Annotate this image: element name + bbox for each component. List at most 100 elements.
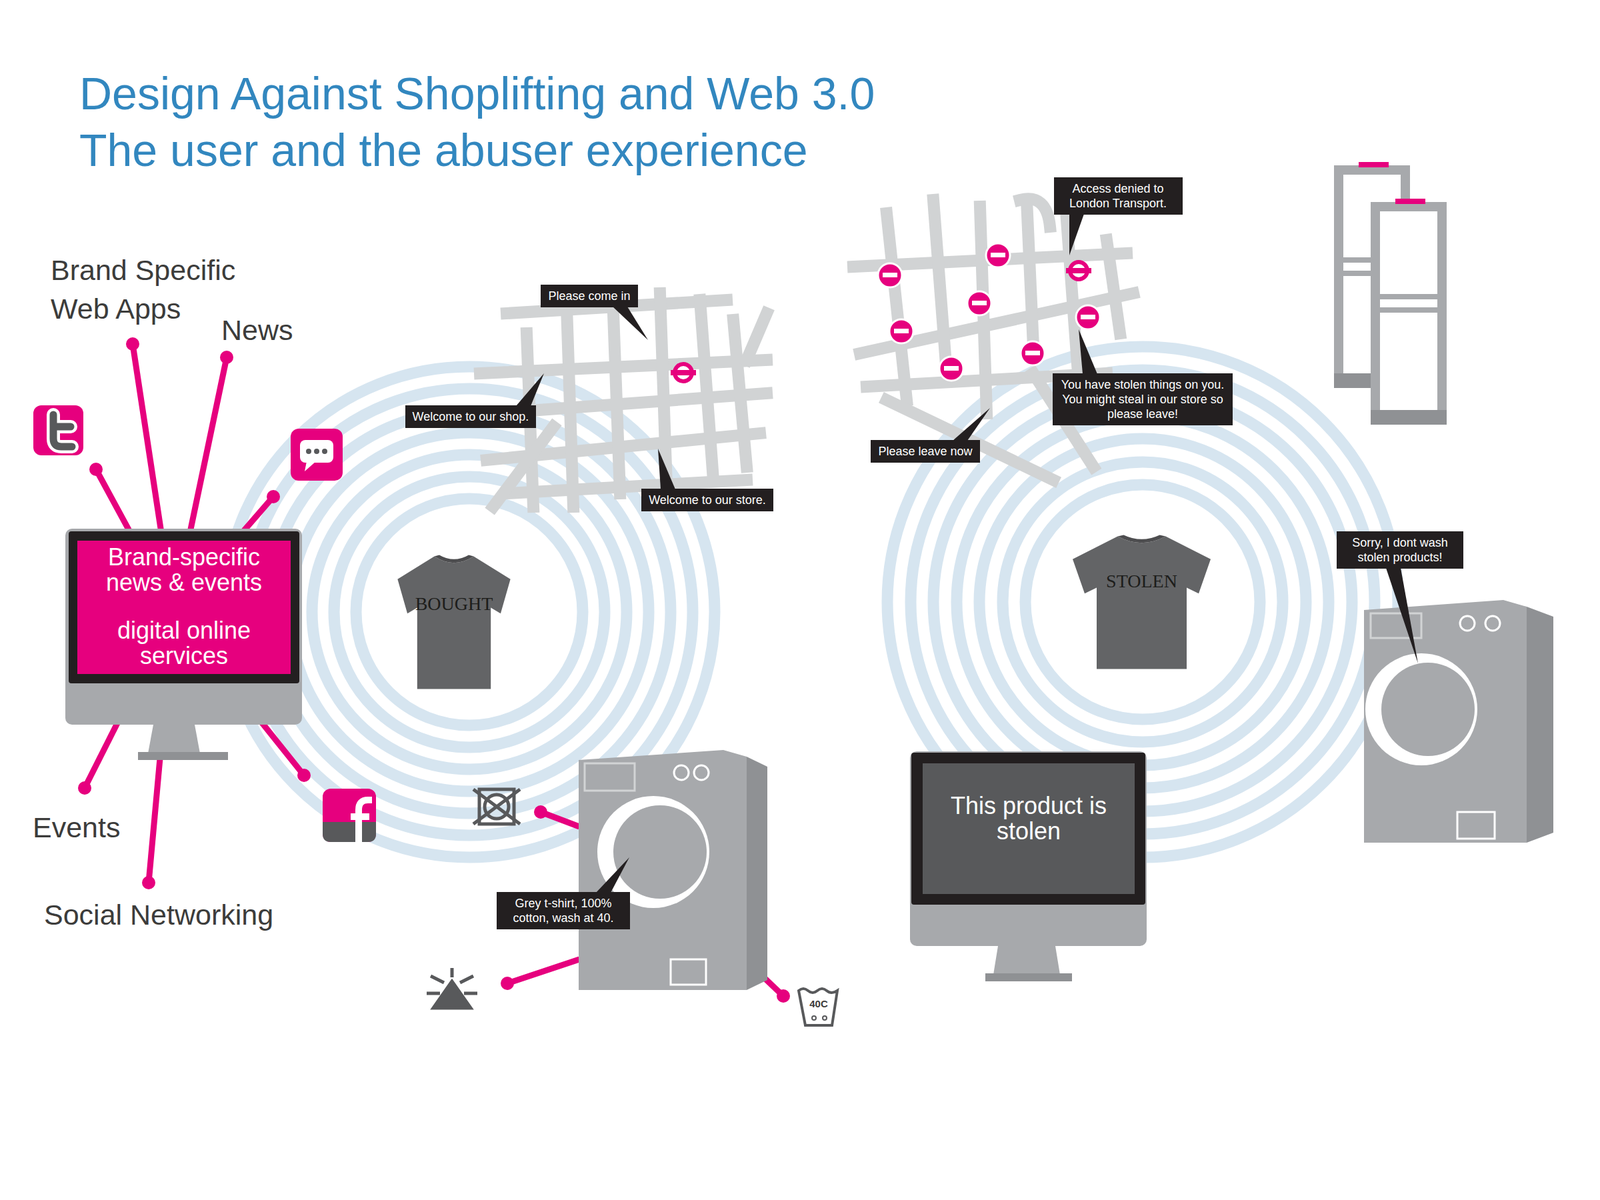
signal-rings — [979, 438, 1306, 766]
tube-roundel — [670, 262, 1092, 382]
washing-machine — [578, 750, 747, 990]
no-entry-bar — [1080, 314, 1096, 320]
no-entry-bar — [972, 300, 987, 306]
street-map — [886, 213, 907, 400]
computer-monitor — [910, 751, 1147, 946]
callout-text: Sorry, I dont wash stolen products! — [1344, 535, 1456, 565]
speech-callout: You have stolen things on you. You might… — [1052, 373, 1233, 426]
street-map — [613, 313, 620, 494]
subtitle: The user and the abuser experience — [79, 123, 808, 177]
monitor-screen: This product is stolen — [922, 763, 1135, 894]
computer-monitor — [138, 752, 228, 760]
category-label: News — [221, 310, 294, 350]
washing-machine — [1381, 662, 1475, 756]
signal-rings — [334, 476, 605, 748]
computer-monitor — [985, 973, 1072, 982]
street-map — [566, 306, 574, 507]
tshirt-collar — [1118, 534, 1166, 543]
connection-dot — [142, 876, 156, 890]
signal-rings — [1025, 484, 1260, 720]
security-gate — [1375, 294, 1442, 300]
twitter-icon — [33, 405, 84, 456]
washing-machine — [613, 805, 707, 899]
speech-callout: Sorry, I dont wash stolen products! — [1336, 531, 1464, 569]
no-entry-sign — [986, 243, 1010, 268]
street-map — [1026, 200, 1034, 347]
callout-tail — [658, 448, 676, 490]
speech-callout: Welcome to our shop. — [405, 405, 537, 428]
signal-rings — [312, 454, 627, 770]
category-label: Social Networking — [44, 895, 274, 934]
hazard-symbol — [450, 968, 454, 978]
callout-tail — [596, 857, 630, 893]
security-gate — [1375, 206, 1442, 420]
computer-monitor — [910, 751, 1147, 982]
no-tumble-symbol — [473, 789, 520, 824]
label-box: Events — [32, 808, 120, 847]
twitter-icon — [53, 414, 72, 447]
callout-text: Welcome to our shop. — [412, 409, 530, 424]
signal-rings — [224, 346, 1398, 858]
no-entry-sign — [878, 243, 1100, 381]
computer-monitor — [68, 531, 300, 684]
washing-machine — [674, 765, 689, 780]
no-entry-sign — [967, 291, 992, 316]
tshirt-collar — [434, 554, 474, 563]
washing-machine — [597, 796, 710, 908]
no-entry-sign — [878, 263, 902, 288]
twitter-icon — [33, 405, 84, 456]
no-entry-bar — [990, 252, 1006, 258]
wash-temperature: 40C — [809, 998, 828, 1010]
label-box: 40C — [809, 998, 828, 1010]
callout-text: Please come in — [548, 288, 630, 304]
hazard-symbol — [460, 976, 474, 983]
screen-text: Brand-specific news & events — [84, 544, 284, 596]
tshirt-shape — [392, 550, 516, 694]
washing-machine — [578, 750, 768, 990]
category-label: Events — [32, 808, 120, 847]
connection-dot — [266, 490, 280, 504]
washing-machine — [746, 756, 768, 990]
callout-text: Access denied to London Transport. — [1061, 181, 1176, 211]
hazard-symbol — [430, 976, 444, 983]
street-map — [493, 426, 554, 507]
speech-callout: Please come in — [540, 284, 638, 308]
washing-machine — [1457, 812, 1495, 839]
label-box: The user and the abuser experience — [79, 123, 808, 177]
no-entry-sign — [939, 356, 964, 381]
street-map — [853, 198, 1134, 480]
no-entry-bar — [882, 252, 1096, 371]
wash-tub-symbol — [798, 988, 838, 1026]
washing-machine — [1485, 616, 1500, 631]
street-map — [1106, 240, 1120, 334]
washing-machine — [1364, 600, 1554, 843]
washing-machine — [670, 959, 706, 985]
connection-dot — [297, 768, 311, 782]
tshirt-print: STOLEN — [1066, 570, 1217, 592]
title-box: Design Against Shoplifting and Web 3.0 — [79, 66, 875, 120]
tshirt-shape — [1066, 530, 1217, 674]
street-map — [1020, 198, 1050, 227]
tube-roundel — [670, 370, 696, 376]
callout-tail — [1078, 329, 1098, 374]
no-entry-bar — [882, 272, 898, 278]
connection-line — [507, 959, 580, 984]
callout-text: Welcome to our store. — [648, 492, 766, 508]
no-entry-sign — [889, 319, 914, 344]
facebook-icon — [322, 822, 376, 842]
security-gate — [1370, 410, 1447, 425]
security-gate — [1334, 162, 1447, 425]
label-box: News — [221, 310, 294, 350]
street-map — [480, 293, 767, 507]
connection-dot — [126, 337, 140, 351]
callout-tail — [612, 306, 648, 340]
speech-callout: Grey t-shirt, 100% cotton, wash at 40. — [496, 892, 630, 930]
tshirt: STOLEN — [1066, 530, 1217, 674]
no-entry-bar — [1025, 350, 1040, 356]
chat-icon — [306, 448, 312, 454]
washing-machine — [1460, 616, 1475, 631]
no-entry-sign — [1076, 305, 1100, 330]
facebook-icon — [322, 788, 376, 842]
washing-machine — [1365, 653, 1478, 766]
connection-dot — [89, 462, 103, 476]
